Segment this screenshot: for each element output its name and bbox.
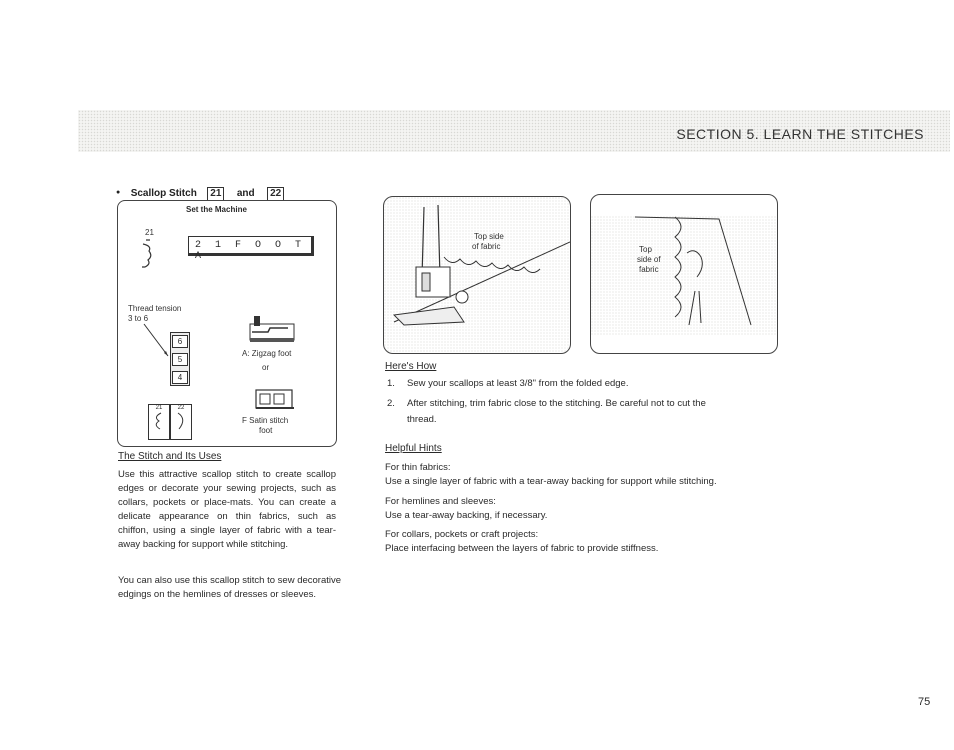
- step-2-text-cont: thread.: [407, 414, 437, 425]
- trimmed-scallop-illustration: Top side of fabric: [590, 194, 778, 354]
- hint-3-title: For collars, pockets or craft projects:: [385, 529, 539, 540]
- uses-paragraph-2: You can also use this scallop stitch to …: [118, 575, 342, 600]
- lcd-text: 2 1 F O O T A: [195, 240, 306, 262]
- or-label: or: [262, 363, 270, 372]
- step-2-text: After stitching, trim fabric close to th…: [407, 398, 706, 409]
- pattern-21-box: 21: [207, 187, 225, 201]
- left-illustration-label-1: Top side: [474, 232, 504, 241]
- pattern-card-22: 22: [170, 404, 192, 440]
- set-machine-heading: Set the Machine: [186, 205, 247, 214]
- scallop-edge-drawing: [591, 215, 777, 335]
- section-title: SECTION 5. LEARN THE STITCHES: [676, 126, 924, 142]
- hints-heading: Helpful Hints: [385, 443, 442, 454]
- right-illustration-label-1: Top: [639, 245, 652, 254]
- sewing-foot-illustration: Top side of fabric: [383, 196, 571, 354]
- lcd-display: 2 1 F O O T A: [188, 236, 314, 262]
- foot-a-label: A: Zigzag foot: [242, 349, 292, 358]
- card-21-number: 21: [155, 405, 163, 411]
- how-heading: Here's How: [385, 361, 437, 372]
- hint-1-title: For thin fabrics:: [385, 462, 451, 473]
- bullet: ●: [116, 189, 121, 196]
- hint-3-text: Place interfacing between the layers of …: [385, 543, 659, 554]
- dial-value-4: 4: [172, 371, 188, 384]
- step-1-text: Sew your scallops at least 3/8" from the…: [407, 378, 629, 389]
- title-and: and: [236, 188, 255, 199]
- zigzag-foot-icon: [249, 316, 295, 342]
- scallop-22-icon: [177, 412, 184, 430]
- pattern-number-label: 21: [145, 228, 154, 237]
- pattern-22-box: 22: [267, 187, 285, 201]
- scallop-21-icon: [155, 412, 162, 430]
- step-1-number: 1.: [387, 378, 395, 389]
- uses-paragraph-1: Use this attractive scallop stitch to cr…: [118, 469, 336, 550]
- right-illustration-label-2: side of: [637, 255, 661, 264]
- step-2-number: 2.: [387, 398, 395, 409]
- card-22-number: 22: [177, 405, 185, 411]
- hint-2-title: For hemlines and sleeves:: [385, 496, 496, 507]
- foot-f-label: F Satin stitch: [242, 416, 289, 425]
- set-machine-panel: [117, 200, 337, 447]
- right-illustration-label-3: fabric: [639, 265, 659, 274]
- left-illustration-label-2: of fabric: [472, 242, 501, 251]
- stitch-title: ● Scallop Stitch 21 and 22: [116, 183, 285, 201]
- satin-stitch-foot-icon: [255, 389, 294, 409]
- dial-value-5: 5: [172, 353, 188, 366]
- tension-value: 3 to 6: [128, 314, 149, 323]
- hint-1-text: Use a single layer of fabric with a tear…: [385, 476, 717, 487]
- hint-2-text: Use a tear-away backing, if necessary.: [385, 510, 548, 521]
- scallop-pattern-icon: [142, 239, 152, 268]
- presser-foot-drawing: [384, 197, 570, 353]
- stitch-name: Scallop Stitch: [130, 188, 197, 199]
- foot-f-label-2: foot: [259, 426, 273, 435]
- section-banner: SECTION 5. LEARN THE STITCHES: [78, 110, 950, 152]
- uses-heading: The Stitch and Its Uses: [118, 451, 222, 462]
- tension-label: Thread tension: [128, 304, 182, 313]
- tension-pointer-icon: [143, 323, 169, 357]
- pattern-card-21: 21: [148, 404, 170, 440]
- page-number: 75: [918, 696, 931, 708]
- dial-value-6: 6: [172, 335, 188, 348]
